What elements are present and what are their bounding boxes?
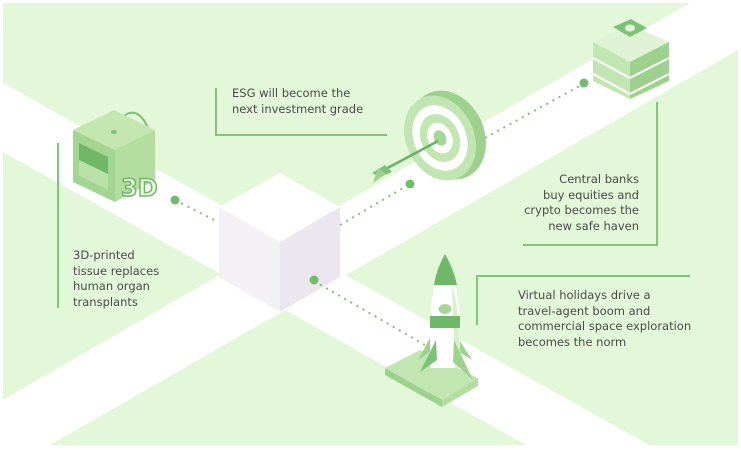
road-up-right: [3, 3, 738, 445]
caption-line: human organ: [73, 279, 150, 293]
caption-line: 3D-printed: [73, 248, 135, 262]
banks-caption-rule: [656, 102, 658, 246]
banks-caption: Central banks buy equities and crypto be…: [524, 172, 639, 234]
money-stack-icon: [592, 19, 670, 99]
caption-line: new safe haven: [548, 218, 639, 233]
3d-printer-icon: 3D: [73, 110, 158, 203]
caption-line: crypto becomes the: [524, 203, 639, 217]
connector-dots: [170, 78, 589, 285]
travel-caption-rule: [476, 275, 478, 325]
caption-line: commercial space exploration: [518, 319, 692, 333]
tissue-caption: 3D-printed tissue replaces human organ t…: [73, 248, 159, 310]
central-cube-icon: [219, 173, 340, 312]
esg-caption-underline: [215, 134, 387, 136]
tissue-caption-rule: [57, 143, 59, 308]
caption-line: becomes the norm: [518, 334, 627, 349]
caption-line: Virtual holidays drive a: [518, 288, 651, 302]
printer-3d-text: 3D: [121, 174, 158, 202]
banks-caption-underline: [523, 244, 658, 246]
caption-line: Central banks: [559, 172, 639, 186]
target-icon: [372, 90, 486, 183]
caption-line: ESG will become the: [232, 86, 351, 100]
caption-line: tissue replaces: [73, 263, 160, 278]
esg-caption: ESG will become the next investment grad…: [232, 86, 363, 117]
travel-caption-topline: [476, 275, 690, 277]
caption-line: transplants: [73, 294, 138, 309]
caption-line: travel-agent boom and: [518, 303, 651, 318]
caption-line: buy equities and: [543, 187, 639, 202]
caption-line: next investment grade: [232, 101, 364, 116]
rocket-icon: [385, 254, 478, 407]
esg-caption-rule: [215, 88, 217, 136]
travel-caption: Virtual holidays drive a travel-agent bo…: [518, 288, 691, 350]
connectors: [174, 82, 586, 346]
